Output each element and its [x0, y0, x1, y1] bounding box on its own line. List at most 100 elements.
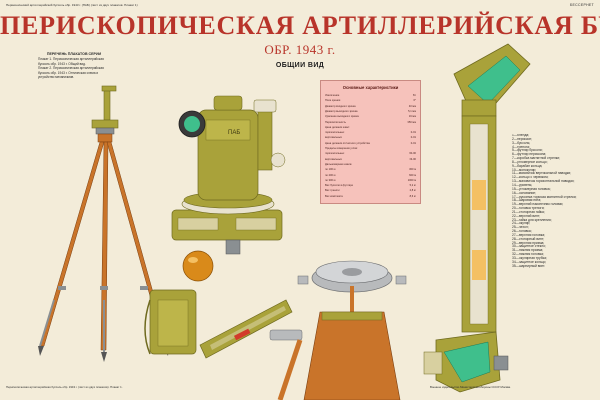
specs-row: Пределы измерения углов:: [325, 147, 416, 150]
specs-row: Дальномерная шкала:: [325, 163, 416, 166]
specs-row: горизонтальных 60-00: [325, 152, 416, 155]
specs-label: вертикальных: [325, 136, 342, 140]
part-item: 26—головка;: [512, 229, 532, 234]
specs-value: ±3-00: [409, 157, 416, 161]
footer-note: Перископическая артиллерийская буссоль о…: [6, 386, 123, 389]
specs-label: по 100 м: [325, 168, 336, 172]
specs-label: по 200 м: [325, 173, 336, 177]
specs-label: Увеличение: [325, 94, 340, 97]
part-item: 31—нижняя призма;: [512, 248, 544, 253]
specs-label: Перископичность: [325, 120, 347, 124]
specs-row: вертикальных ±3-00: [325, 158, 416, 161]
specs-value: 300 м: [409, 168, 416, 172]
specs-title: Основные характеристики: [342, 85, 399, 90]
parts-list: 1—бленда;2—перископ;3—буссоль;4—тренога;…: [512, 134, 598, 269]
specs-value: 60-00: [409, 152, 416, 156]
specs-label: Вес треноги: [325, 189, 340, 193]
part-item: 32—нижняя головка;: [512, 252, 544, 257]
specs-value: 600 м: [409, 173, 416, 177]
part-item: 9—барабан кольца;: [512, 163, 543, 168]
part-item: 25—чехол;: [512, 225, 529, 230]
part-item: 24—окуляр;: [512, 221, 531, 226]
part-item: 20—головка треноги;: [512, 206, 545, 211]
specs-value: 8,6 кг: [409, 194, 416, 198]
specs-label: Вес комплекта: [325, 194, 343, 198]
specs-value: 40 мм: [408, 104, 416, 108]
specs-row: Вес треноги 2,8 кг: [325, 189, 416, 192]
specs-label: Цена деления шкал:: [325, 125, 350, 129]
part-item: 3—буссоль;: [512, 140, 531, 145]
specs-label: Дальномерная шкала:: [325, 162, 352, 166]
specs-label: Пределы измерения углов:: [325, 147, 358, 150]
specs-value: 5,2 кг: [409, 184, 416, 188]
specs-label: Удаление выходного зрачка: [325, 115, 359, 119]
tripod-assembly: [38, 85, 169, 362]
header-note: Периконический артиллерийский буссоль об…: [6, 3, 138, 7]
part-item: 23—гайка для крепления;: [512, 217, 552, 222]
specs-value: 0-01: [410, 131, 416, 135]
specs-label: Вес буссоли в футляре: [325, 184, 354, 188]
part-item: 22—верхний винт;: [512, 213, 541, 218]
part-item: 29—верхняя призма;: [512, 240, 545, 245]
part-item: 34—защитное кольцо;: [512, 259, 547, 264]
part-item: 2—перископ;: [512, 136, 533, 141]
part-item: 7—коробка магнитной стрелки;: [512, 156, 560, 161]
part-item: 5—футляр буссоли;: [512, 148, 543, 153]
specs-row: Цена деления шкал:: [325, 126, 416, 129]
series-legend: ПЕРЕЧЕНЬ ПЛАКАТОВ СЕРИИ Плакат 1. Периск…: [38, 52, 110, 79]
part-item: 13—маховичок горизонтальной наводки;: [512, 179, 575, 184]
specs-row: Диаметр входного зрачка 40 мм: [325, 105, 416, 108]
specs-row: вертикальных 0-01: [325, 136, 416, 139]
specs-row: горизонтальных 0-01: [325, 131, 416, 134]
specs-label: Диаметр входного зрачка: [325, 104, 356, 108]
specs-row: по 200 м 600 м: [325, 174, 416, 177]
periscope-cutaway: [423, 43, 531, 393]
specs-label: горизонтальных: [325, 131, 345, 135]
part-item: 11—маховичок вертикальной наводки;: [512, 171, 572, 176]
tripod-head-detail: [269, 260, 407, 400]
specs-value: 5,1 мм: [408, 109, 416, 113]
part-item: 18—шаровая пята;: [512, 198, 542, 203]
publisher-note: Военное издательство Министерства оборон…: [430, 386, 511, 389]
series-legend-title: ПЕРЕЧЕНЬ ПЛАКАТОВ СЕРИИ: [46, 52, 102, 56]
specs-value: 0-01: [410, 136, 416, 140]
part-item: 6—футляр перископа;: [512, 152, 547, 157]
part-item: 19—верхний наконечник головки;: [512, 202, 564, 207]
specs-value: 350 мм: [407, 120, 416, 124]
series-legend-item: Плакат 1. Перископическая артиллерийская…: [38, 57, 104, 66]
series-legend-item: Плакат 2. Перископическая артиллерийская…: [38, 66, 104, 80]
specs-value: 1000 м: [407, 178, 416, 182]
part-item: 27—верхняя головка;: [512, 232, 545, 237]
part-item: 15—угломерная головка;: [512, 186, 551, 191]
device-label: ПАБ: [228, 130, 240, 136]
specs-value: 2,8 кг: [409, 189, 416, 193]
part-item: 21—стопорная гайка;: [512, 209, 545, 214]
part-item: 8—угломерное кольцо;: [512, 159, 548, 164]
part-item: 35—шарнирный винт.: [512, 263, 546, 268]
carrying-cases: [144, 289, 293, 359]
specs-label: горизонтальных: [325, 152, 345, 156]
header-mark: БЕССЕРНЕТ: [569, 3, 594, 7]
specs-label: вертикальных: [325, 157, 342, 161]
part-item: 28—стопорный винт;: [512, 236, 545, 241]
part-item: 33—окулярная трубка;: [512, 256, 547, 260]
part-item: 4—тренога;: [512, 144, 530, 149]
poster-title: ПЕРИСКОПИЧЕСКАЯ АРТИЛЛЕРИЙСКАЯ БУССОЛЬ: [0, 11, 600, 40]
specs-row: по 100 м 300 м: [325, 168, 416, 171]
specs-row: Перископичность 350 мм: [325, 121, 416, 124]
poster-subtitle: ОБР. 1943 г.: [264, 42, 336, 57]
specs-row: Вес буссоли в футляре 5,2 кг: [325, 184, 416, 187]
specs-label: Цена деления отсчетного устройства: [325, 141, 370, 145]
specs-value: 6°: [413, 99, 416, 103]
part-item: 10—монокуляр;: [512, 167, 537, 172]
part-item: 30—защитное стекло;: [512, 244, 546, 249]
part-item: 14—уровень;: [512, 182, 533, 187]
